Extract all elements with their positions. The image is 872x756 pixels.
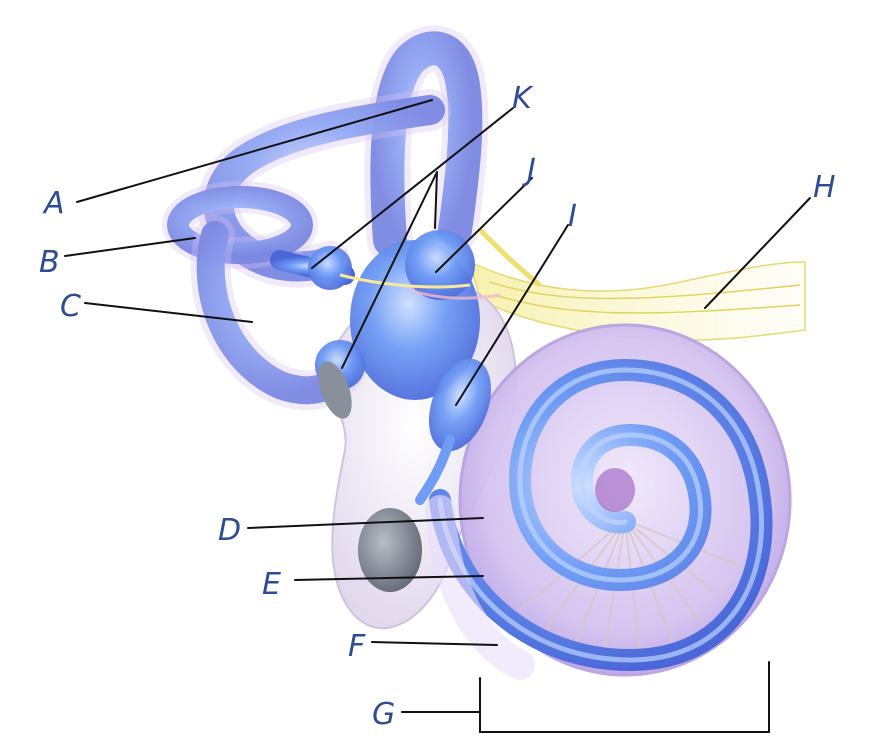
leader-f [371,641,498,646]
label-a: A [42,186,65,221]
leader-h [704,197,811,309]
leader-k3 [341,171,438,369]
leader-c [84,302,253,323]
leader-k1 [311,107,514,269]
label-k: K [512,81,534,116]
cochlear-vestibular-nerve [468,228,806,341]
label-f: F [348,629,366,664]
label-b: B [39,245,60,280]
leader-i [455,224,569,406]
label-j: J [522,153,536,188]
oval-window [318,361,352,419]
label-d: D [218,513,241,548]
labels: A B C D E F G H I J K [39,81,836,732]
vestibule [308,230,501,505]
leader-e [294,575,484,581]
label-e: E [262,567,281,602]
label-h: H [813,170,836,205]
leader-j [435,177,533,273]
cochlea [425,323,792,680]
label-g: G [372,697,395,732]
round-window [358,508,422,592]
leader-b [64,237,196,257]
leader-lines [64,99,811,733]
label-c: C [60,289,81,324]
leader-a [76,99,433,203]
label-i: I [568,199,577,234]
leader-k2 [434,171,438,229]
bracket-g [479,661,770,733]
leader-d [247,517,484,529]
